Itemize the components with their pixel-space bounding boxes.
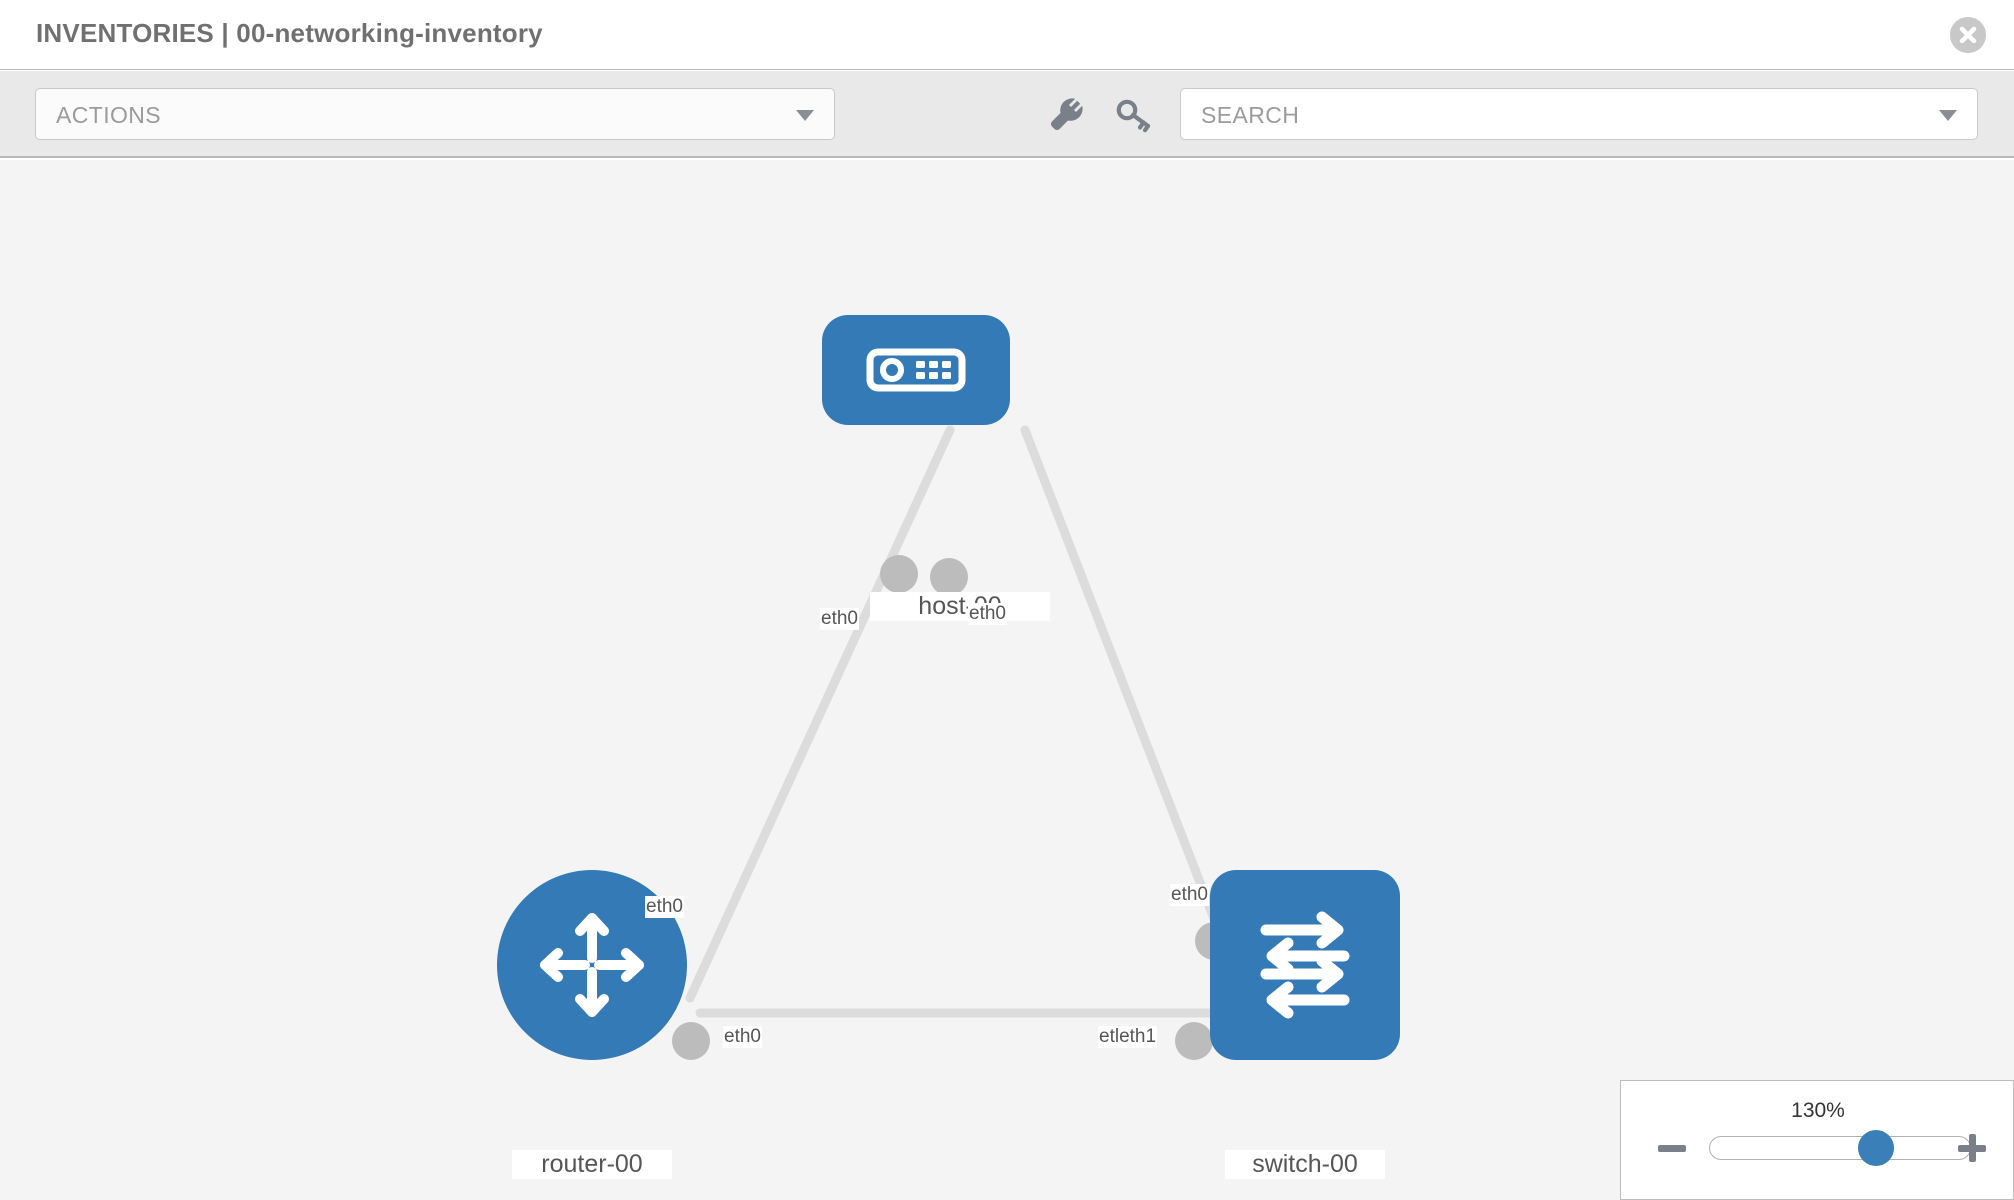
chevron-down-icon xyxy=(796,110,814,121)
endpoint-switch-left[interactable] xyxy=(1175,1022,1213,1060)
key-icon[interactable] xyxy=(1112,93,1156,137)
actions-dropdown[interactable]: ACTIONS xyxy=(35,88,835,140)
wrench-icon[interactable] xyxy=(1044,93,1088,137)
router-arrows-icon xyxy=(540,913,644,1017)
zoom-slider-handle[interactable] xyxy=(1858,1130,1894,1166)
actions-dropdown-label: ACTIONS xyxy=(56,102,162,128)
endpoint-host-left[interactable] xyxy=(880,555,918,593)
topology-canvas[interactable]: host-00 router-00 xyxy=(0,160,2014,1200)
zoom-slider[interactable] xyxy=(1709,1130,1971,1166)
search-input[interactable]: SEARCH xyxy=(1180,88,1978,140)
page-title: INVENTORIES | 00-networking-inventory xyxy=(36,18,543,48)
endpoint-router-right[interactable] xyxy=(672,1022,710,1060)
edge-label-router-right: eth0 xyxy=(723,1026,762,1048)
edge-label-host-right: eth0 xyxy=(968,603,1007,625)
edge-host-router xyxy=(685,425,955,1003)
page-header: INVENTORIES | 00-networking-inventory xyxy=(0,0,2014,70)
zoom-out-button[interactable] xyxy=(1655,1131,1689,1165)
edge-label-switch-up: eth0 xyxy=(1170,884,1209,906)
endpoint-host-right[interactable] xyxy=(930,558,968,596)
node-router-00-label: router-00 xyxy=(512,1150,672,1179)
topology-edges xyxy=(685,425,1235,1018)
node-switch-00-label: switch-00 xyxy=(1225,1150,1385,1179)
edge-host-switch xyxy=(1020,425,1235,965)
node-host-00-shape[interactable] xyxy=(822,315,1010,425)
node-switch-00-shape[interactable] xyxy=(1210,870,1400,1060)
server-icon xyxy=(866,348,966,392)
toolbar: ACTIONS SEARCH xyxy=(0,71,2014,158)
chevron-down-icon[interactable] xyxy=(1939,110,1957,121)
edge-label-host-left: eth0 xyxy=(820,608,859,630)
zoom-level-value: 130% xyxy=(1791,1099,1845,1122)
node-host-00-label: host-00 xyxy=(870,592,1050,621)
close-icon[interactable] xyxy=(1950,17,1986,53)
switch-arrows-icon xyxy=(1260,911,1350,1019)
zoom-in-button[interactable] xyxy=(1955,1131,1989,1165)
edge-label-switch-left: etleth1 xyxy=(1098,1026,1158,1048)
edge-label-router-up: eth0 xyxy=(645,896,684,918)
zoom-control-panel: 130% xyxy=(1620,1080,2014,1200)
search-placeholder: SEARCH xyxy=(1201,102,1300,128)
